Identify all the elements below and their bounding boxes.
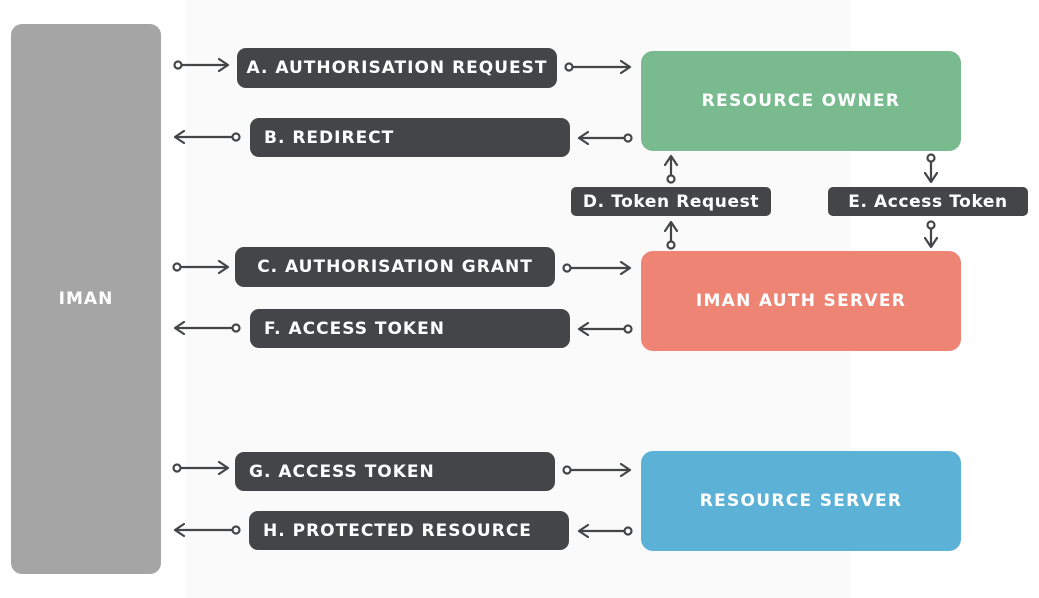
flow-d-label: D. Token Request xyxy=(571,187,771,216)
flow-c-label: C. AUTHORISATION GRANT xyxy=(235,247,555,287)
arrow-b-out xyxy=(175,134,241,141)
flow-e-label: E. Access Token xyxy=(828,187,1028,216)
arrow-d-lower xyxy=(668,222,675,250)
arrow-e-upper xyxy=(928,153,935,183)
client-label: IMAN xyxy=(58,289,114,309)
arrow-b-in xyxy=(579,135,633,142)
arrow-h-out xyxy=(175,527,241,534)
flow-g-label: G. ACCESS TOKEN xyxy=(235,452,555,491)
auth-server-label: IMAN AUTH SERVER xyxy=(695,291,907,311)
arrow-d-upper xyxy=(668,156,675,184)
flow-f-label: F. ACCESS TOKEN xyxy=(250,309,570,348)
arrow-h-in xyxy=(579,528,633,535)
flow-a-label: A. AUTHORISATION REQUEST xyxy=(237,48,557,88)
flow-b-label: B. REDIRECT xyxy=(250,118,570,157)
resource-owner-box: RESOURCE OWNER xyxy=(641,51,961,151)
client-iman-box: IMAN xyxy=(11,24,161,574)
auth-server-box: IMAN AUTH SERVER xyxy=(641,251,961,351)
arrow-g-out xyxy=(562,467,631,474)
resource-server-box: RESOURCE SERVER xyxy=(641,451,961,551)
resource-owner-label: RESOURCE OWNER xyxy=(701,91,901,111)
flow-h-label: H. PROTECTED RESOURCE xyxy=(249,511,569,550)
arrow-f-out xyxy=(175,325,241,332)
arrow-c-out xyxy=(562,265,631,272)
arrow-a-in xyxy=(173,62,229,69)
arrow-g-in xyxy=(172,465,229,472)
arrow-f-in xyxy=(579,326,633,333)
arrow-c-in xyxy=(172,264,229,271)
arrow-a-out xyxy=(564,64,631,71)
arrow-e-lower xyxy=(928,220,935,248)
resource-server-label: RESOURCE SERVER xyxy=(699,491,903,511)
